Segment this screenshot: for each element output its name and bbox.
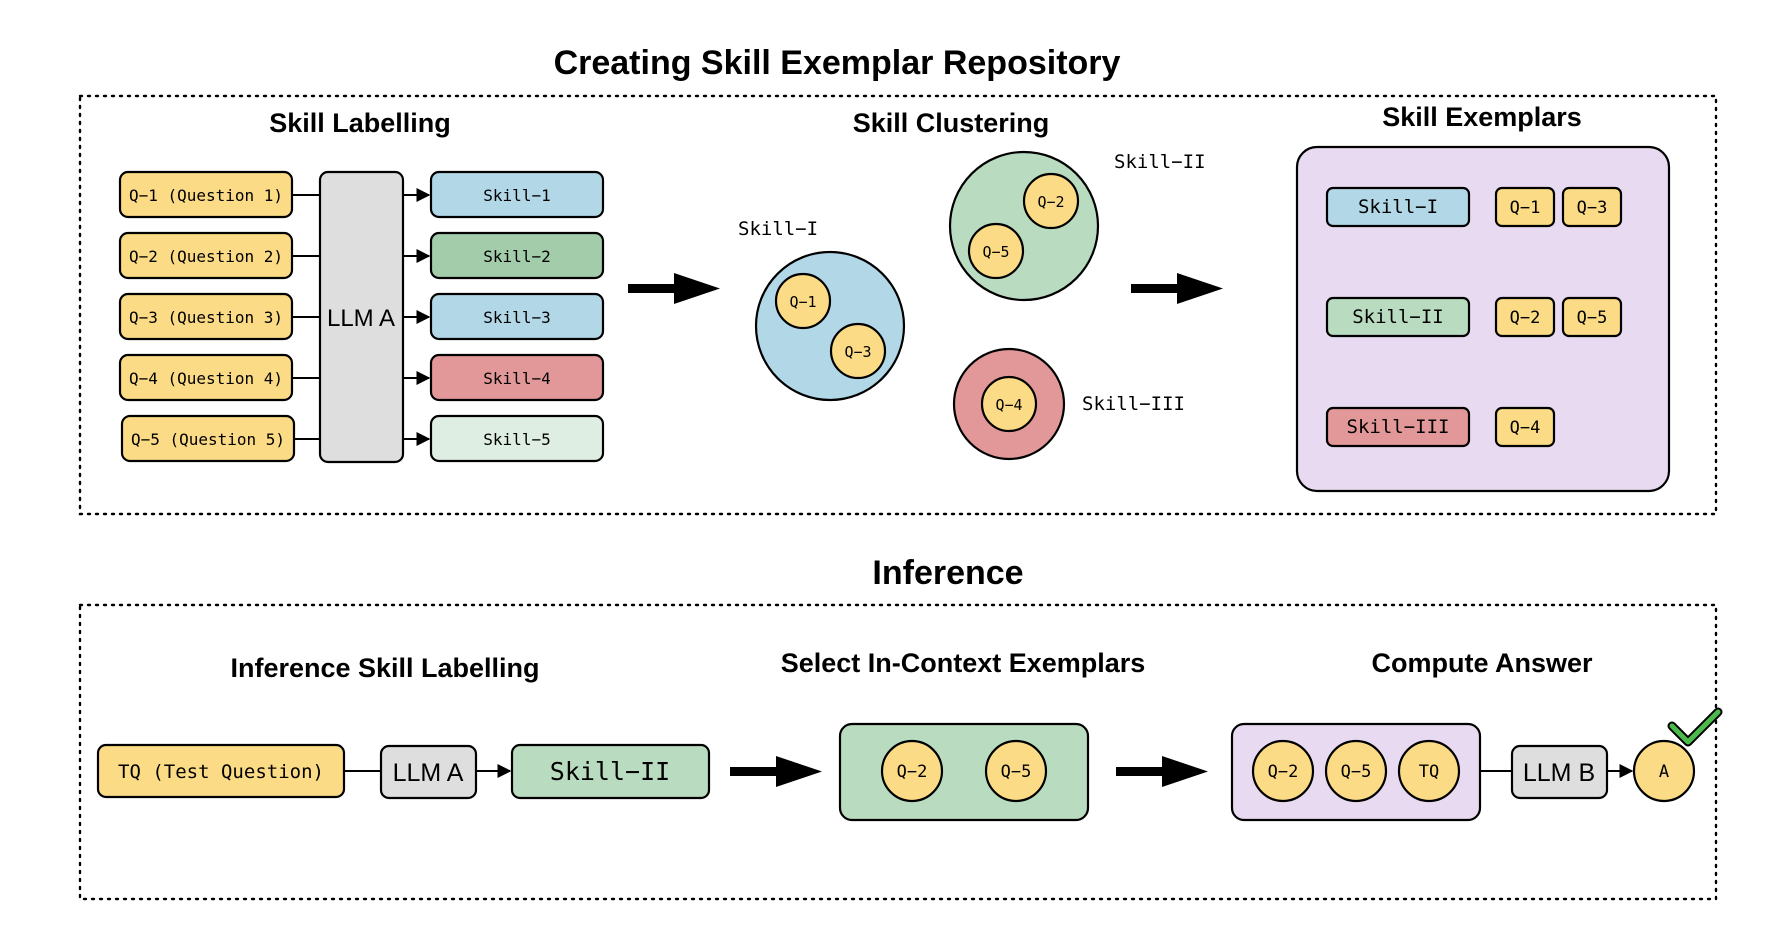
- cluster-2-member-2: [967, 222, 1025, 280]
- exemplar-skill-1-label: Skill−I: [1358, 196, 1438, 218]
- question-to-llm-lines: [292, 194, 320, 440]
- cluster-1-member-1: [774, 272, 832, 330]
- compute-answer-title: Compute Answer: [1371, 648, 1593, 678]
- skill-label-2: Skill−2: [483, 247, 550, 266]
- flow-arrow-labelling-to-clustering: [628, 273, 720, 304]
- exemplars-panel: [1295, 145, 1671, 493]
- cluster-circle-1: [754, 250, 906, 402]
- check-icon: [1669, 709, 1721, 745]
- inference-title: Inference: [872, 554, 1023, 592]
- compute-input-3: [1397, 739, 1461, 803]
- cluster-2-member-1-label: Q−2: [1037, 193, 1064, 211]
- inference-labelling-title: Inference Skill Labelling: [230, 653, 539, 683]
- question-label-2: Q−2 (Question 2): [129, 247, 283, 266]
- select-exemplars-title: Select In-Context Exemplars: [781, 648, 1146, 678]
- cluster-2-member-2-label: Q−5: [982, 243, 1009, 261]
- flow-arrow-select-to-compute: [1116, 756, 1208, 787]
- exemplar-skill-2: [1325, 296, 1471, 338]
- cluster-circle-2: [948, 150, 1100, 302]
- skill-box-4: [429, 353, 605, 402]
- skill-clustering-title: Skill Clustering: [853, 108, 1050, 138]
- flow-arrow-clustering-to-exemplars: [1131, 273, 1223, 304]
- skill-boxes: Skill−1 Skill−2 Skill−3 Skill−4 Skill−5: [429, 170, 605, 463]
- compute-input-3-label: TQ: [1419, 762, 1439, 782]
- question-label-3: Q−3 (Question 3): [129, 308, 283, 327]
- selected-exemplars-panel: [838, 722, 1090, 822]
- skill-labelling-title: Skill Labelling: [269, 108, 451, 138]
- compute-input-2-label: Q−5: [1341, 762, 1372, 782]
- inference-dotted-frame: [78, 603, 1718, 901]
- inference-skill-box: [510, 743, 711, 800]
- compute-input-1-label: Q−2: [1268, 762, 1299, 782]
- llm-b-label: LLM B: [1523, 759, 1595, 787]
- llm-a-label: LLM A: [327, 305, 395, 332]
- skill-label-4: Skill−4: [483, 369, 550, 388]
- skill-label-3: Skill−3: [483, 308, 550, 327]
- cluster-label-2: Skill−II: [1114, 151, 1206, 173]
- exemplar-q-2-2: [1561, 296, 1623, 338]
- cluster-3-member-1-label: Q−4: [995, 396, 1022, 414]
- skill-box-3: [429, 292, 605, 341]
- exemplar-skill-3: [1325, 406, 1471, 448]
- exemplar-q-2-1-label: Q−2: [1510, 308, 1541, 328]
- skill-exemplars-title: Skill Exemplars: [1382, 102, 1582, 132]
- repository-dotted-frame: [78, 94, 1718, 516]
- skill-box-2: [429, 231, 605, 280]
- exemplar-q-1-1: [1494, 186, 1556, 228]
- cluster-3-member-1: [980, 375, 1038, 433]
- exemplar-q-3-1: [1494, 406, 1556, 448]
- answer-circle: [1632, 739, 1696, 803]
- cluster-label-3: Skill−III: [1082, 393, 1185, 415]
- repository-title: Creating Skill Exemplar Repository: [554, 44, 1121, 82]
- selected-exemplar-2: [984, 739, 1048, 803]
- exemplar-skill-2-label: Skill−II: [1352, 306, 1444, 328]
- selected-exemplar-2-label: Q−5: [1001, 762, 1032, 782]
- exemplar-q-1-2: [1561, 186, 1623, 228]
- exemplar-skill-3-label: Skill−III: [1347, 416, 1450, 438]
- cluster-1-member-2-label: Q−3: [844, 343, 871, 361]
- question-label-1: Q−1 (Question 1): [129, 186, 283, 205]
- llm-to-skill-arrows: [403, 188, 431, 446]
- question-label-5: Q−5 (Question 5): [131, 430, 285, 449]
- skill-box-5: [429, 414, 605, 463]
- inference-llm-a-label: LLM A: [393, 759, 464, 787]
- exemplar-q-1-2-label: Q−3: [1577, 198, 1608, 218]
- flow-arrow-labelling-to-select: [730, 756, 822, 787]
- exemplar-q-1-1-label: Q−1: [1510, 198, 1541, 218]
- skill-box-1: [429, 170, 605, 219]
- cluster-label-1: Skill−I: [738, 218, 818, 240]
- exemplar-q-2-2-label: Q−5: [1577, 308, 1608, 328]
- test-question-label: TQ (Test Question): [118, 761, 324, 783]
- answer-label: A: [1659, 762, 1669, 782]
- skill-label-1: Skill−1: [483, 186, 550, 205]
- exemplar-skill-1: [1325, 186, 1471, 228]
- compute-input-1: [1251, 739, 1315, 803]
- cluster-1-member-2: [829, 322, 887, 380]
- question-boxes: Q−1 (Question 1) Q−2 (Question 2) Q−3 (Q…: [118, 170, 296, 463]
- cluster-1-member-1-label: Q−1: [789, 293, 816, 311]
- inference-skill-label: Skill−II: [550, 757, 670, 786]
- selected-exemplar-1-label: Q−2: [897, 762, 928, 782]
- compute-input-2: [1324, 739, 1388, 803]
- selected-exemplar-1: [880, 739, 944, 803]
- question-label-4: Q−4 (Question 4): [129, 369, 283, 388]
- skill-label-5: Skill−5: [483, 430, 550, 449]
- exemplar-q-3-1-label: Q−4: [1510, 418, 1541, 438]
- cluster-2-member-1: [1022, 172, 1080, 230]
- exemplar-q-2-1: [1494, 296, 1556, 338]
